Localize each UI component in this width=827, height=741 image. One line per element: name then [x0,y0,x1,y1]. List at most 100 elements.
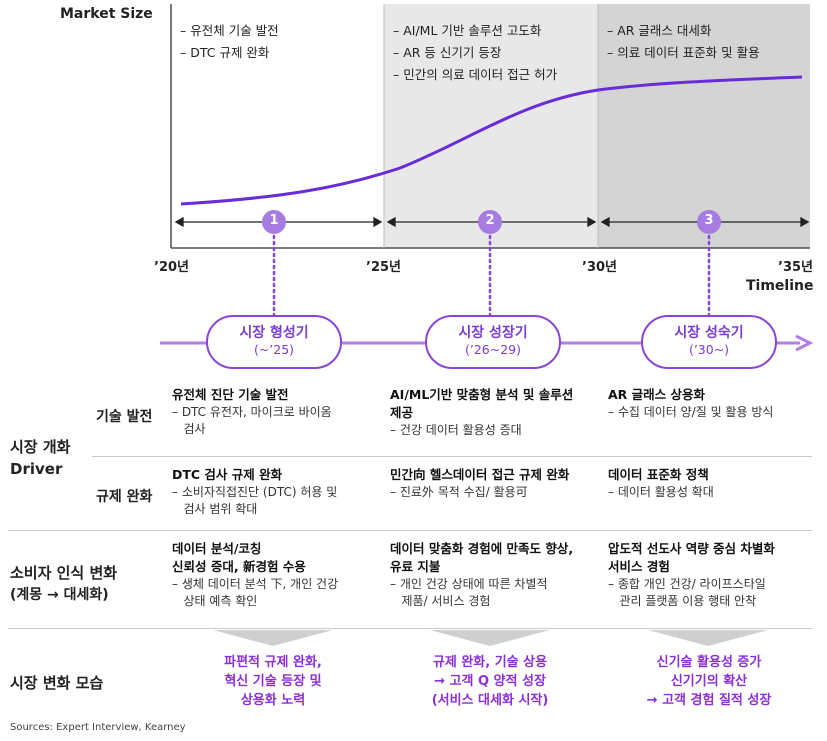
result-line: (서비스 대세화 시작) [431,693,549,708]
cell-title: AI/ML기반 맞춤형 분석 및 솔루션 [390,387,574,402]
phase3-background [598,4,810,248]
divider [8,628,812,629]
cell-title: 압도적 선도사 역량 중심 차별화 [608,541,775,556]
cell-sub: – 종합 개인 건강/ 라이프스타일 [608,577,766,591]
result-line: 규제 완화, 기술 상용 [432,655,548,670]
cell-sub: – 생체 데이터 분석 下, 개인 건강 [172,577,339,591]
source-note: Sources: Expert Interview, Kearney [10,722,186,733]
divider [92,456,812,457]
phase-2-bullet: – AR 등 신기기 등장 [393,45,502,60]
phase-badge-2-number: 2 [485,213,495,228]
tech-cell-1: 유전체 진단 기술 발전 – DTC 유전자, 마이크로 바이옴 검사 [172,386,382,438]
cell-sub: 검사 범위 확대 [172,502,258,516]
cell-sub: – 데이터 활용성 확대 [608,485,714,499]
cell-sub: 검사 [172,422,206,436]
tech-cell-3: AR 글래스 상용화 – 수집 데이터 양/질 및 활용 방식 [608,386,818,421]
driver-group-label-line2: Driver [10,460,63,478]
cell-title: 제공 [390,405,414,420]
stage-3-title: 시장 성숙기 [674,325,744,341]
market-size-curve [180,75,803,206]
phase-2-bullet: – AI/ML 기반 솔루션 고도화 [393,23,542,38]
market-change-result-3: 신기술 활용성 증가 신기기의 확산 → 고객 경험 질적 성장 [612,653,806,710]
result-line: 혁신 기술 등장 및 [224,674,322,689]
stage-pill-2 [425,315,561,369]
stage-2: 시장 성장기 (’26~29) [426,322,560,357]
phase-1-bullet: – 유전체 기술 발전 [180,23,279,38]
phase-badge-1 [262,210,286,234]
cell-sub: – 소비자직접진단 (DTC) 허용 및 [172,485,338,499]
driver-group-label-line1: 시장 개화 [10,438,71,456]
cell-sub: 관리 플랫폼 이용 행태 안착 [608,594,757,608]
consumer-cell-2: 데이터 맞춤화 경험에 만족도 향상, 유료 지불 – 개인 건강 상태에 따른… [390,540,605,610]
consumer-label: 소비자 인식 변화 (계몽 → 대세화) [10,562,117,606]
phase-2-bullets: – AI/ML 기반 솔루션 고도화 – AR 등 신기기 등장 – 민간의 의… [393,20,557,86]
phase-badge-3 [697,210,721,234]
cell-title: 데이터 표준화 정책 [608,467,709,482]
cell-sub: 제품/ 서비스 경험 [390,594,491,608]
row-label-tech: 기술 발전 [96,409,153,425]
dotted-connectors [272,234,711,320]
consumer-cell-3: 압도적 선도사 역량 중심 차별화 서비스 경험 – 종합 개인 건강/ 라이프… [608,540,820,610]
result-line: → 고객 Q 양적 성장 [434,674,546,689]
cell-title: 유료 지불 [390,559,441,574]
market-change-result-1: 파편적 규제 완화, 혁신 기술 등장 및 상용화 노력 [185,653,361,710]
phase-3-bullet: – AR 글래스 대세화 [607,23,712,38]
consumer-label-line2: (계몽 → 대세화) [10,587,109,603]
stage-2-title: 시장 성장기 [458,325,528,341]
stage-1-period: (~’25) [253,342,295,357]
cell-sub: – DTC 유전자, 마이크로 바이옴 [172,405,332,419]
result-line: 신기술 활용성 증가 [656,655,762,670]
year-25: ’25년 [366,260,401,275]
cell-title: 서비스 경험 [608,559,670,574]
stage-pill-1 [206,315,342,369]
phase-3-bullet: – 의료 데이터 표준화 및 활용 [607,45,760,60]
market-change-label: 시장 변화 모습 [10,674,104,692]
row-label-regulation: 규제 완화 [96,489,153,505]
stage-timeline-arrowhead [795,334,814,352]
cell-sub: 상태 예측 확인 [172,594,258,608]
reg-cell-1: DTC 검사 규제 완화 – 소비자직접진단 (DTC) 허용 및 검사 범위 … [172,466,382,518]
stage-3: 시장 성숙기 (’30~) [642,322,776,357]
result-line: 신기기의 확산 [670,674,748,689]
cell-title: DTC 검사 규제 완화 [172,467,283,482]
cell-sub: – 진료外 목적 수집/ 활용可 [390,485,528,499]
driver-group-label: 시장 개화 Driver [10,436,70,480]
cell-sub: – 수집 데이터 양/질 및 활용 방식 [608,405,774,419]
phase-1-bullets: – 유전체 기술 발전 – DTC 규제 완화 [180,20,279,64]
cell-title: 민간向 헬스데이터 접근 규제 완화 [390,467,570,482]
phase-3-bullets: – AR 글래스 대세화 – 의료 데이터 표준화 및 활용 [607,20,760,64]
result-line: 파편적 규제 완화, [224,655,322,670]
result-line: 상용화 노력 [240,693,306,708]
divider [8,530,812,531]
consumer-label-line1: 소비자 인식 변화 [10,564,118,582]
down-arrow-2 [430,630,550,646]
year-30: ’30년 [582,260,617,275]
x-axis-label: Timeline [746,278,814,294]
down-arrow-3 [648,630,768,646]
year-20: ’20년 [154,260,189,275]
stage-3-period: (’30~) [688,342,730,357]
cell-title: 데이터 분석/코칭 [172,541,262,556]
y-axis-label: Market Size [60,6,153,22]
reg-cell-2: 민간向 헬스데이터 접근 규제 완화 – 진료外 목적 수집/ 활용可 [390,466,600,501]
stage-1-title: 시장 형성기 [239,325,309,341]
cell-sub: – 개인 건강 상태에 따른 차별적 [390,577,548,591]
stage-pill-3 [641,315,777,369]
cell-title: 데이터 맞춤화 경험에 만족도 향상, [390,541,574,556]
market-change-result-2: 규제 완화, 기술 상용 → 고객 Q 양적 성장 (서비스 대세화 시작) [398,653,582,710]
cell-sub: – 건강 데이터 활용성 증대 [390,423,522,437]
tech-cell-2: AI/ML기반 맞춤형 분석 및 솔루션 제공 – 건강 데이터 활용성 증대 [390,386,600,439]
phase-2-bullet: – 민간의 의료 데이터 접근 허가 [393,67,558,82]
year-35: ’35년 [778,260,813,275]
result-line: → 고객 경험 질적 성장 [646,693,772,708]
stage-1: 시장 형성기 (~’25) [207,322,341,357]
down-arrow-1 [213,630,333,646]
phase-badge-2 [478,210,502,234]
stage-2-period: (’26~29) [464,342,521,357]
reg-cell-3: 데이터 표준화 정책 – 데이터 활용성 확대 [608,466,818,501]
cell-title: 신뢰성 증대, 新경험 수용 [172,559,306,574]
phase-1-bullet: – DTC 규제 완화 [180,45,270,60]
phase-badge-1-number: 1 [269,213,279,228]
phase-badge-3-number: 3 [704,213,714,228]
